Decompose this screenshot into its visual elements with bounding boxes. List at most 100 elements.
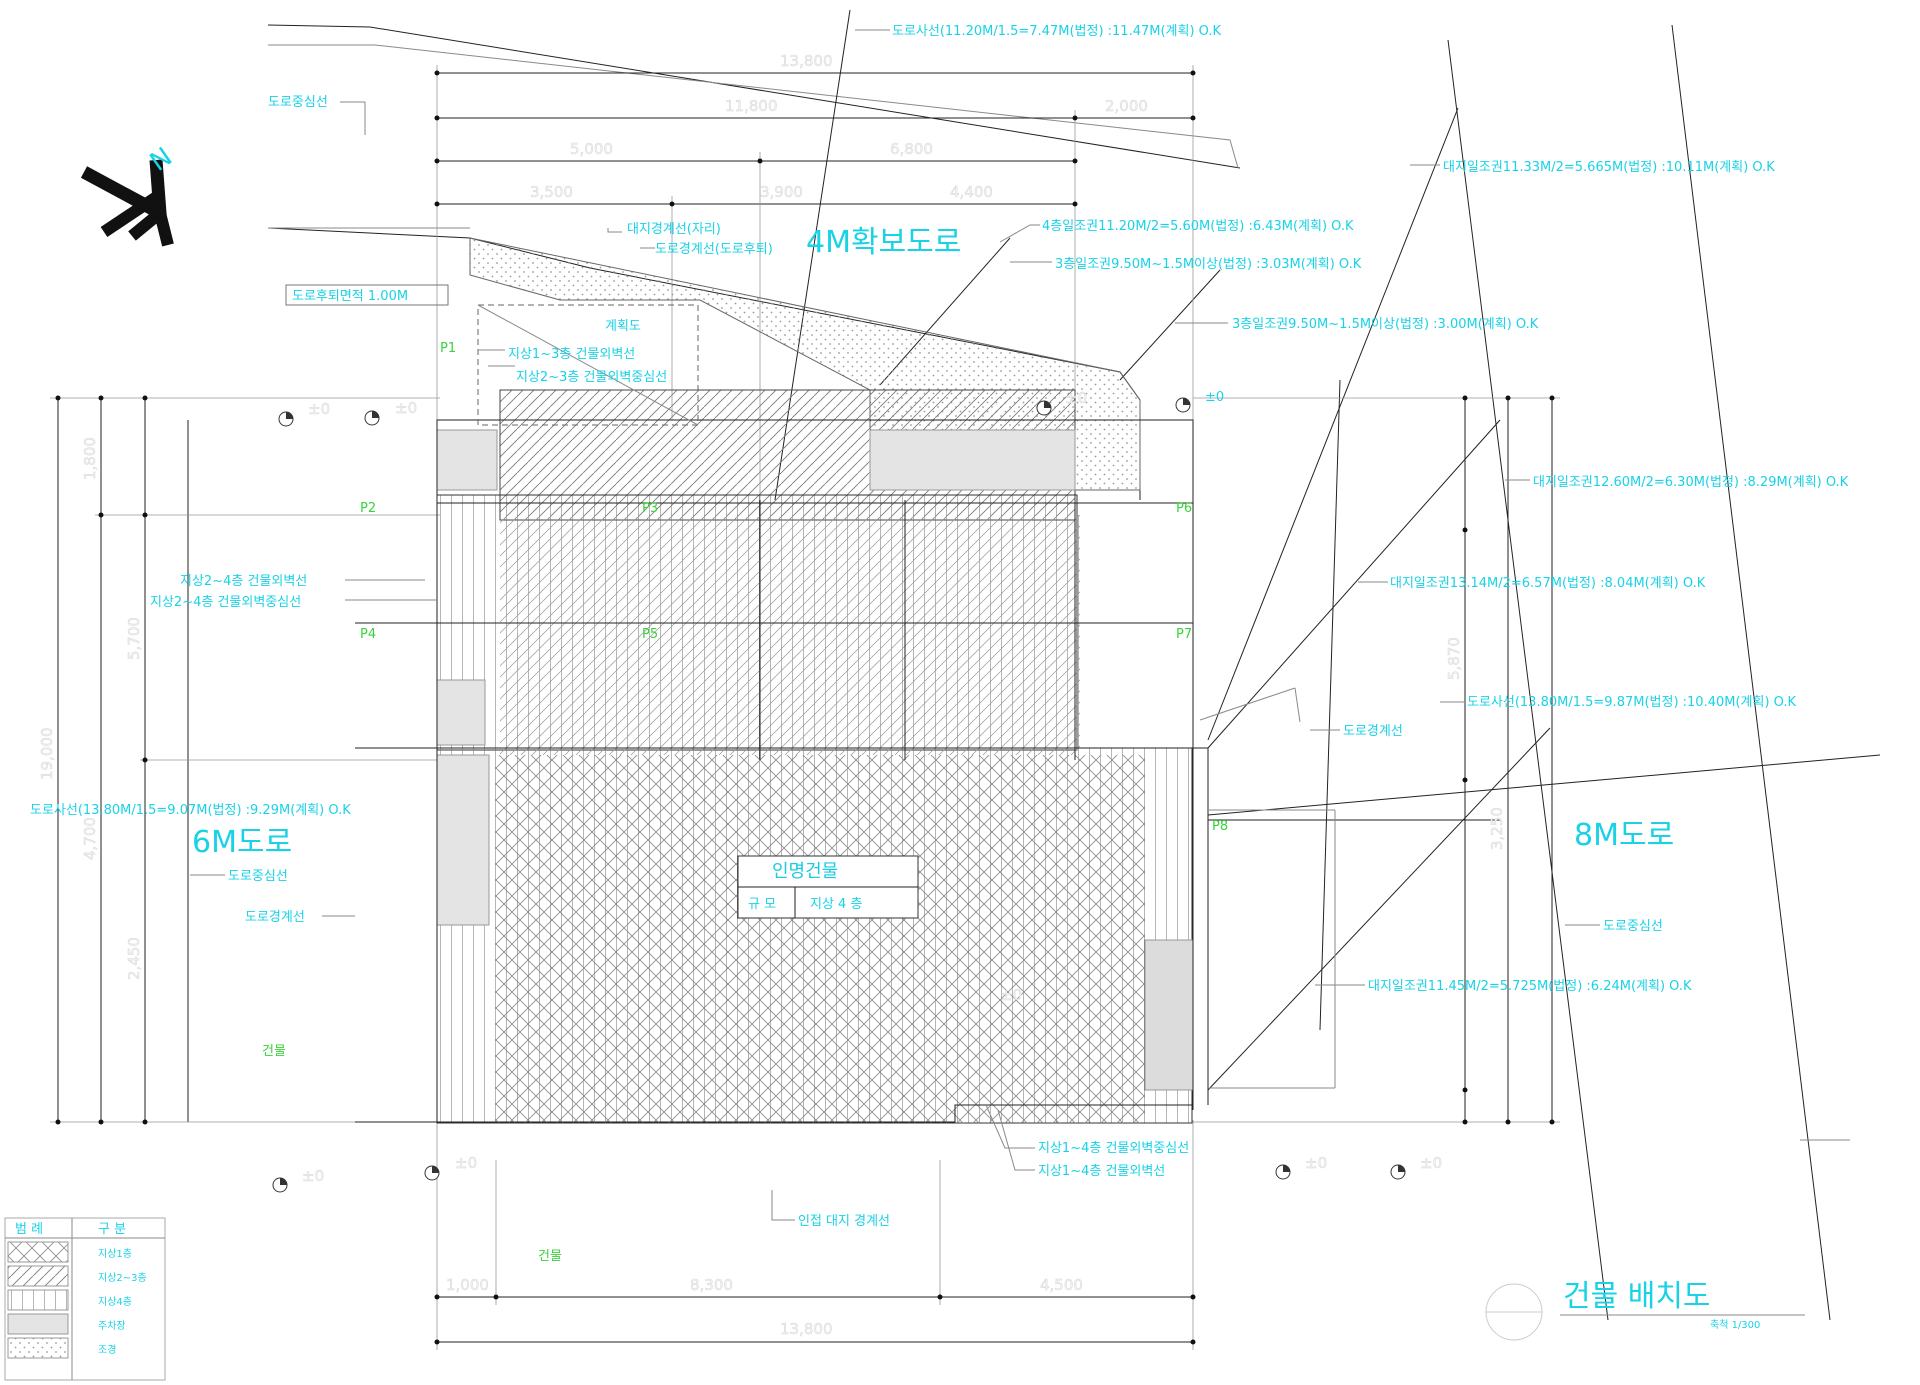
point-label: P3 xyxy=(642,501,658,516)
legend-row: 지상4층 xyxy=(98,1296,132,1308)
dim-bottom-c: 4,500 xyxy=(1040,1276,1083,1294)
dim-top-c: 6,800 xyxy=(890,140,933,158)
dim-top-b: 2,000 xyxy=(1105,97,1148,115)
dim-top-e: 3,500 xyxy=(530,183,573,201)
dim-left-a: 1,800 xyxy=(81,437,99,480)
annotation: 지상1~4층 건물외벽선 xyxy=(1038,1164,1165,1179)
north-label: N xyxy=(145,142,178,178)
road-4m-label: 4M확보도로 xyxy=(806,225,961,260)
legend-col2: 구 분 xyxy=(98,1222,126,1237)
bottom-dimensions: 1,000 8,300 4,500 13,800 xyxy=(434,1120,1196,1350)
annotation: 도로사선(13.80M/1.5=9.07M(법정) :9.29M(계획) O.K xyxy=(30,803,351,818)
annotation: 대지일조권13.14M/2=6.57M(법정) :8.04M(계획) O.K xyxy=(1390,576,1706,591)
site-footprint: 인명건물 규 모 지상 4 층 xyxy=(355,237,1336,1124)
road-6m-label: 6M도로 xyxy=(192,825,292,860)
dim-bottom-overall: 13,800 xyxy=(780,1320,833,1338)
annotation: 3층일조권9.50M~1.5M이상(법정) :3.03M(계획) O.K xyxy=(1055,257,1362,272)
annotation: 지상1~4층 건물외벽중심선 xyxy=(1038,1141,1189,1156)
annotation: 도로경계선 xyxy=(245,910,305,925)
svg-text:±0: ±0 xyxy=(1420,1154,1442,1172)
annotation: 도로사선(11.20M/1.5=7.47M(법정) :11.47M(계획) O.… xyxy=(892,24,1221,39)
dim-left-d: 2,450 xyxy=(125,937,143,980)
annotation: 계획도 xyxy=(605,319,641,334)
point-label: P6 xyxy=(1176,501,1192,516)
svg-text:±0: ±0 xyxy=(1065,389,1087,407)
legend-row: 지상2~3층 xyxy=(98,1272,147,1284)
elevation-marker: ±0 xyxy=(1275,1154,1327,1180)
dim-left-c: 4,700 xyxy=(81,817,99,860)
dim-top-g: 4,400 xyxy=(950,183,993,201)
svg-text:±0: ±0 xyxy=(1000,986,1022,1004)
svg-text:±0: ±0 xyxy=(395,399,417,417)
elevation-marker: ±0 xyxy=(1036,389,1087,416)
road-8m-label: 8M도로 xyxy=(1574,818,1674,853)
svg-text:±0: ±0 xyxy=(1205,390,1224,405)
point-labels: P1 P2 P3 P4 P5 P6 P7 P8 xyxy=(360,341,1228,834)
elevation-markers: ±0 ±0 ±0 ±0 ±0 ±0 ±0 ±0 ±0 xyxy=(272,389,1442,1193)
annotation: 도로후퇴면적 1.00M xyxy=(292,289,408,304)
dim-left-overall: 19,000 xyxy=(38,728,56,781)
point-label: P4 xyxy=(360,627,376,642)
dim-bottom-a: 1,000 xyxy=(446,1276,489,1294)
annotation: 도로경계선 xyxy=(1343,724,1403,739)
building-floors-value: 지상 4 층 xyxy=(810,897,862,912)
legend-row: 조경 xyxy=(98,1343,116,1356)
dim-bottom-b: 8,300 xyxy=(690,1276,733,1294)
dim-top-a: 11,800 xyxy=(725,97,778,115)
elevation-marker: ±0 xyxy=(424,1154,477,1181)
right-dimensions: 5,870 3,250 xyxy=(1193,395,1560,1125)
dim-right-a: 5,870 xyxy=(1445,637,1463,680)
annotation: 지상2~4층 건물외벽선 xyxy=(180,574,307,589)
annotation: 4층일조권11.20M/2=5.60M(법정) :6.43M(계획) O.K xyxy=(1042,219,1354,234)
left-dimensions: 19,000 1,800 4,700 5,700 2,450 xyxy=(38,395,440,1125)
annotation: 3층일조권9.50M~1.5M이상(법정) :3.00M(계획) O.K xyxy=(1232,317,1539,332)
north-arrow: N xyxy=(80,142,178,247)
elevation-marker: ±0 xyxy=(272,1167,324,1193)
annotation: 건물 xyxy=(262,1044,286,1059)
dim-top-overall: 13,800 xyxy=(780,52,833,70)
annotation: 대지경계선(자리) xyxy=(627,222,721,237)
legend-row: 주차장 xyxy=(98,1320,126,1332)
legend-col1: 범 례 xyxy=(15,1222,43,1237)
elevation-marker: ±0 xyxy=(1000,986,1023,1005)
dim-top-d: 5,000 xyxy=(570,140,613,158)
annotation: 지상1~3층 건물외벽선 xyxy=(508,347,635,362)
point-label: P1 xyxy=(440,341,456,356)
annotation: 도로중심선 xyxy=(228,869,288,884)
building-name: 인명건물 xyxy=(772,861,838,882)
building-floors-key: 규 모 xyxy=(748,897,776,912)
title-block: 건물 배치도 축척 1/300 xyxy=(1485,1279,1805,1341)
drawing-title: 건물 배치도 xyxy=(1563,1279,1711,1314)
dim-top-f: 3,900 xyxy=(760,183,803,201)
elevation-marker: ±0 xyxy=(364,399,417,426)
elevation-marker: ±0 xyxy=(1390,1154,1442,1180)
elevation-marker: ±0 xyxy=(278,400,330,427)
annotation: 대지일조권12.60M/2=6.30M(법정) :8.29M(계획) O.K xyxy=(1533,475,1849,490)
annotation: 도로사선(13.80M/1.5=9.87M(법정) :10.40M(계획) O.… xyxy=(1467,695,1796,710)
svg-text:±0: ±0 xyxy=(455,1154,477,1172)
point-label: P5 xyxy=(642,627,658,642)
annotation: 대지일조권11.33M/2=5.665M(법정) :10.11M(계획) O.K xyxy=(1443,160,1775,175)
svg-text:±0: ±0 xyxy=(308,400,330,418)
annotation: 인접 대지 경계선 xyxy=(798,1214,890,1229)
annotation: 지상2~3층 건물외벽중심선 xyxy=(516,370,667,385)
legend-row: 지상1층 xyxy=(98,1248,132,1260)
svg-text:±0: ±0 xyxy=(302,1167,324,1185)
annotation: 도로경계선(도로후퇴) xyxy=(655,242,773,257)
annotation: 지상2~4층 건물외벽중심선 xyxy=(150,595,301,610)
point-label: P7 xyxy=(1176,627,1192,642)
svg-text:±0: ±0 xyxy=(1305,1154,1327,1172)
dim-right-b: 3,250 xyxy=(1488,807,1506,850)
elevation-marker: ±0 xyxy=(1175,390,1224,413)
annotation: 대지일조권11.45M/2=5.725M(법정) :6.24M(계획) O.K xyxy=(1368,979,1692,994)
annotation: 건물 xyxy=(538,1249,562,1264)
annotation: 도로중심선 xyxy=(268,95,328,110)
point-label: P8 xyxy=(1212,819,1228,834)
right-road-lines xyxy=(1207,24,1881,1321)
annotations: 도로사선(11.20M/1.5=7.47M(법정) :11.47M(계획) O.… xyxy=(30,24,1849,1264)
legend: 범 례 구 분 지상1층 지상2~3층 지상4층 주차장 조경 xyxy=(4,1217,166,1381)
drawing-scale: 축척 1/300 xyxy=(1710,1319,1760,1331)
road-labels: 4M확보도로 6M도로 8M도로 xyxy=(192,225,1674,860)
top-dimensions: 13,800 11,800 2,000 5,000 6,800 3,500 3,… xyxy=(434,52,1196,500)
